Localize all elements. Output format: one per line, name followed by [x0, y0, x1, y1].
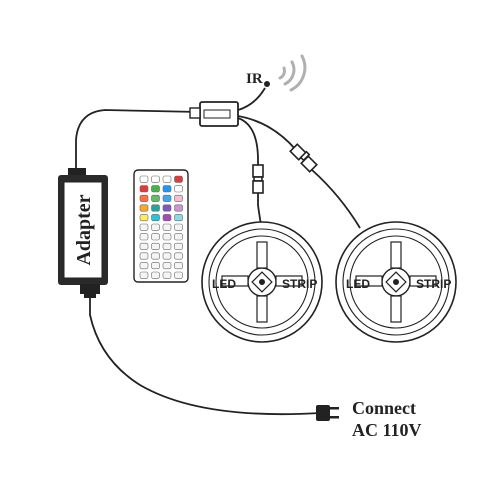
remote-button: [139, 194, 149, 202]
remote-button: [174, 233, 183, 241]
remote-button: [162, 185, 172, 193]
wire-connector2-to-reel2: [311, 169, 361, 229]
remote-button: [139, 185, 149, 193]
ir-label: IR: [246, 71, 263, 87]
ir-receiver: [264, 54, 307, 92]
strip-label-right: STRIP: [282, 277, 317, 291]
remote-button: [162, 223, 172, 231]
remote-button: [139, 214, 149, 222]
strip-label-left: LED: [212, 277, 236, 291]
remote-button: [139, 271, 149, 279]
remote-button: [162, 242, 172, 250]
wire-controller-to-ir: [237, 87, 266, 111]
remote-button: [162, 175, 172, 183]
strip2-connector: [289, 143, 318, 173]
remote-button: [162, 271, 172, 279]
wire-controller-to-strip1: [237, 117, 259, 172]
wire-controller-to-strip2: [237, 115, 297, 151]
power-adapter: Adapter: [58, 168, 108, 298]
ac-plug: [316, 405, 339, 421]
remote-button: [151, 233, 160, 241]
connect-label: Connect: [352, 398, 416, 418]
remote-button: [139, 262, 149, 270]
remote-button: [139, 204, 149, 212]
remote-button: [174, 214, 183, 222]
remote-button: [151, 214, 160, 222]
remote-button: [151, 204, 160, 212]
strip1-connector: [252, 164, 264, 194]
remote-button: [139, 252, 149, 260]
remote-button: [162, 214, 172, 222]
remote-button: [174, 262, 183, 270]
controller-box: [189, 101, 239, 127]
remote-button: [174, 204, 183, 212]
remote-button: [162, 233, 172, 241]
adapter-label: Adapter: [73, 194, 95, 265]
remote-button: [151, 175, 160, 183]
remote-button: [139, 223, 149, 231]
remote-button: [151, 185, 160, 193]
strip-label-right: STRIP: [416, 277, 451, 291]
remote-button: [162, 194, 172, 202]
led-strip-reel-1: LED STRIP: [201, 221, 323, 343]
remote-button: [174, 194, 183, 202]
remote-button: [151, 194, 160, 202]
wire-adapter-to-controller: [75, 109, 201, 172]
remote-button: [174, 175, 183, 183]
remote-button: [162, 262, 172, 270]
remote-button: [151, 242, 160, 250]
remote-button: [174, 242, 183, 250]
remote-button: [151, 223, 160, 231]
remote-control: [133, 169, 189, 283]
remote-button: [162, 252, 172, 260]
remote-button: [174, 271, 183, 279]
remote-button: [162, 204, 172, 212]
remote-button-grid: [139, 175, 183, 279]
remote-button: [151, 271, 160, 279]
remote-button: [174, 185, 183, 193]
wires: [75, 87, 361, 416]
wire-adapter-to-plug: [89, 296, 321, 416]
remote-button: [174, 252, 183, 260]
remote-button: [139, 242, 149, 250]
ir-signal-icon: [278, 54, 307, 92]
remote-button: [139, 175, 149, 183]
remote-button: [174, 223, 183, 231]
strip-label-left: LED: [346, 277, 370, 291]
remote-button: [151, 262, 160, 270]
remote-button: [139, 233, 149, 241]
voltage-label: AC 110V: [352, 420, 422, 440]
remote-button: [151, 252, 160, 260]
led-strip-reel-2: LED STRIP: [335, 221, 457, 343]
